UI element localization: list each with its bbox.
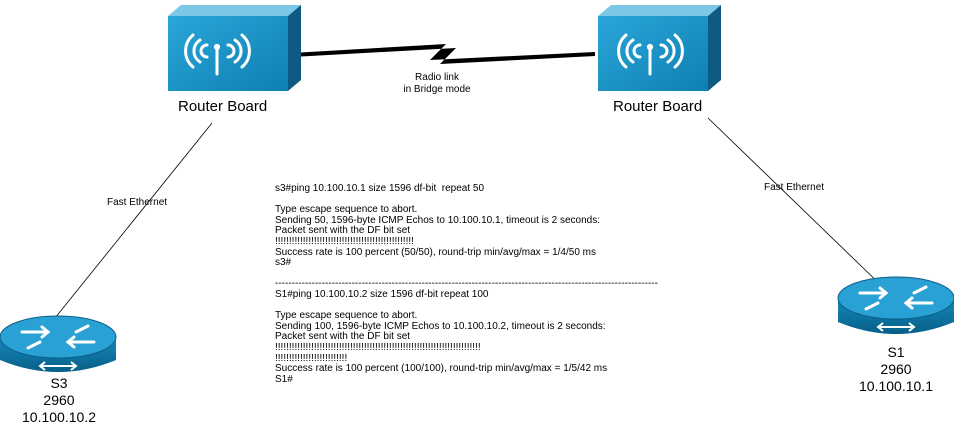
link-label-right: Fast Ethernet [764,182,825,193]
console-line: s3# [275,257,292,269]
router-icon-right [598,5,721,91]
console-line: Sending 50, 1596-byte ICMP Echos to 10.1… [275,214,601,226]
wireless-router-icon [617,33,684,76]
console-output: s3#ping 10.100.10.1 size 1596 df-bit rep… [275,183,658,385]
switch-name: S3 [50,375,68,391]
workgroup-switch-icon [858,285,934,311]
switch-label-s1: S1 2960 10.100.10.1 [838,344,954,395]
switch-ip: 10.100.10.2 [22,409,96,425]
radio-link-line2: in Bridge mode [403,84,471,95]
router-label-right: Router Board [613,98,703,115]
console-line: !!!!!!!!!!!!!!!!!!!!!!!!!!!!!!!!!!!!!!!!… [275,341,481,353]
switch-name: S1 [887,344,905,360]
switch-icon-s1 [837,276,954,334]
switch-model: 2960 [880,361,912,377]
switch-label-s3: S3 2960 10.100.10.2 [0,375,118,426]
console-line: Packet sent with the DF bit set [275,331,411,343]
radio-link-label: Radio link in Bridge mode [400,72,474,96]
router-icon-left [168,5,301,91]
radio-link-line1: Radio link [415,72,459,83]
console-line: !!!!!!!!!!!!!!!!!!!!!!!!!! [275,352,348,364]
console-line: Success rate is 100 percent (100/100), r… [275,363,608,375]
console-line: Sending 100, 1596-byte ICMP Echos to 10.… [275,320,606,332]
console-line: S1# [275,373,293,385]
console-line: !!!!!!!!!!!!!!!!!!!!!!!!!!!!!!!!!!!!!!!!… [275,235,414,247]
switch-model: 2960 [43,392,75,408]
router-label-left: Router Board [178,98,268,115]
console-line: Success rate is 100 percent (50/50), rou… [275,246,596,258]
console-line: Type escape sequence to abort. [275,310,418,322]
ethernet-link-left [54,122,213,319]
console-line: ----------------------------------------… [275,278,658,290]
switch-ip: 10.100.10.1 [859,378,933,394]
console-line: s3#ping 10.100.10.1 size 1596 df-bit rep… [275,183,485,194]
wireless-router-icon [184,33,251,76]
link-label-left: Fast Ethernet [107,197,168,208]
console-line: S1#ping 10.100.10.2 size 1596 df-bit rep… [275,288,489,300]
console-line: Type escape sequence to abort. [275,204,418,216]
console-line: Packet sent with the DF bit set [275,225,411,237]
switch-icon-s3 [0,315,117,372]
radio-link-bolt [292,44,595,64]
workgroup-switch-icon [20,324,96,350]
ethernet-link-right [707,117,887,291]
